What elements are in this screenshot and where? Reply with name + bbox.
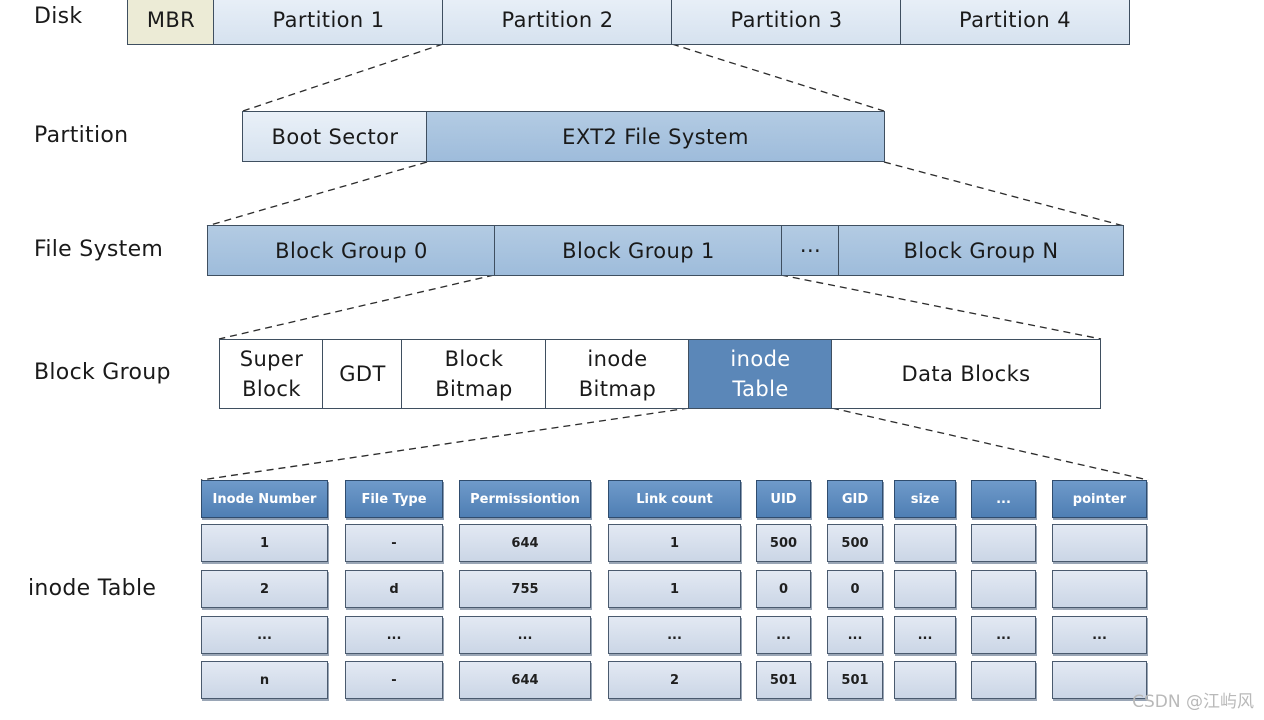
inode-bitmap: inode Bitmap [545, 339, 690, 409]
inode-cell-inode-number: ... [201, 616, 328, 654]
inode-cell-gid: 0 [827, 570, 883, 608]
inode-cell-uid: ... [756, 616, 811, 654]
inode-cell-size: ... [894, 616, 956, 654]
inode-cell-file-type: - [345, 524, 443, 562]
inode-cell-uid: 500 [756, 524, 811, 562]
inode-table-block-line-2: Table [732, 377, 789, 401]
row-label-partition: Partition [34, 123, 129, 148]
inode-table-block: inode Table [688, 339, 833, 409]
inode-cell-permission: ... [459, 616, 591, 654]
inode-cell-uid: 0 [756, 570, 811, 608]
inode-table-block-line-1: inode [730, 347, 791, 371]
inode-cell-uid: 501 [756, 661, 811, 699]
connector-inode-right [831, 407, 1149, 481]
disk-partition-2: Partition 2 [442, 0, 673, 45]
inode-header-ellipsis: ... [971, 480, 1036, 518]
inode-cell-gid: ... [827, 616, 883, 654]
inode-header-size: size [894, 480, 956, 518]
inode-cell-permission: 755 [459, 570, 591, 608]
inode-header-uid: UID [756, 480, 811, 518]
row-label-block-group: Block Group [34, 360, 171, 385]
connector-filesystem-right [883, 161, 1125, 227]
inode-cell-pointer [1052, 661, 1147, 699]
data-blocks: Data Blocks [831, 339, 1101, 409]
watermark: CSDN @江屿风 [1132, 692, 1254, 712]
block-bitmap-line-2: Bitmap [435, 377, 513, 401]
inode-cell-ellipsis: ... [971, 616, 1036, 654]
inode-cell-pointer: ... [1052, 616, 1147, 654]
disk-partition-4: Partition 4 [900, 0, 1130, 45]
inode-header-inode-number: Inode Number [201, 480, 328, 518]
inode-cell-size [894, 524, 956, 562]
inode-header-gid: GID [827, 480, 883, 518]
inode-cell-inode-number: 2 [201, 570, 328, 608]
super-block-line-2: Block [242, 377, 301, 401]
inode-cell-size [894, 570, 956, 608]
inode-cell-link-count: 1 [608, 524, 741, 562]
connector-inode-left [200, 407, 690, 481]
inode-header-pointer: pointer [1052, 480, 1147, 518]
inode-cell-permission: 644 [459, 524, 591, 562]
block-group-ellipsis: ··· [781, 225, 840, 276]
super-block-line-1: Super [239, 347, 304, 371]
partition-boot-sector: Boot Sector [242, 111, 428, 162]
inode-cell-ellipsis [971, 524, 1036, 562]
inode-cell-file-type: ... [345, 616, 443, 654]
connector-partition-right [671, 43, 885, 112]
inode-cell-file-type: - [345, 661, 443, 699]
row-label-inode-table: inode Table [28, 576, 157, 601]
inode-cell-gid: 500 [827, 524, 883, 562]
row-label-disk: Disk [34, 4, 83, 29]
inode-cell-pointer [1052, 570, 1147, 608]
connector-filesystem-left [206, 161, 428, 227]
inode-header-file-type: File Type [345, 480, 443, 518]
gdt: GDT [322, 339, 403, 409]
inode-header-link-count: Link count [608, 480, 741, 518]
inode-cell-size [894, 661, 956, 699]
inode-bitmap-line-1: inode [587, 347, 648, 371]
disk-partition-3: Partition 3 [671, 0, 902, 45]
inode-cell-inode-number: n [201, 661, 328, 699]
inode-cell-link-count: 2 [608, 661, 741, 699]
super-block: Super Block [219, 339, 324, 409]
partition-ext2-file-system: EXT2 File System [426, 111, 885, 162]
disk-partition-1: Partition 1 [213, 0, 444, 45]
disk-mbr: MBR [127, 0, 215, 45]
connector-partition-left [242, 43, 444, 112]
block-group-n: Block Group N [838, 225, 1124, 276]
inode-bitmap-line-2: Bitmap [578, 377, 657, 401]
inode-cell-file-type: d [345, 570, 443, 608]
block-bitmap-line-1: Block [444, 347, 504, 371]
inode-cell-inode-number: 1 [201, 524, 328, 562]
connector-blockgroup-left [218, 274, 495, 340]
block-group-1: Block Group 1 [494, 225, 783, 276]
inode-cell-permission: 644 [459, 661, 591, 699]
inode-cell-pointer [1052, 524, 1147, 562]
block-bitmap: Block Bitmap [401, 339, 547, 409]
inode-cell-ellipsis [971, 570, 1036, 608]
block-group-0: Block Group 0 [207, 225, 496, 276]
inode-cell-ellipsis [971, 661, 1036, 699]
inode-cell-link-count: 1 [608, 570, 741, 608]
connector-blockgroup-right [780, 274, 1102, 340]
inode-cell-gid: 501 [827, 661, 883, 699]
row-label-file-system: File System [34, 237, 164, 262]
inode-header-permission: Permissiontion [459, 480, 591, 518]
inode-cell-link-count: ... [608, 616, 741, 654]
